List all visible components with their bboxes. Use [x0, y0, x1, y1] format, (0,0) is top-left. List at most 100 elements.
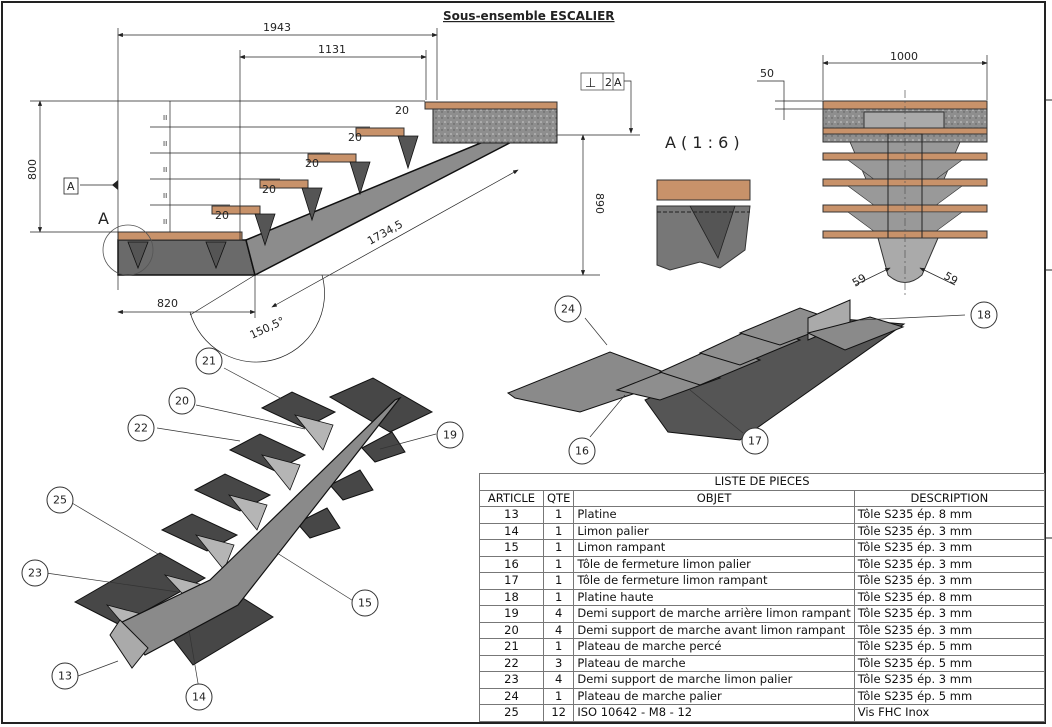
parts-list-caption: LISTE DE PIECES — [479, 473, 1045, 491]
dim-nosing-5: 20 — [395, 104, 409, 117]
balloon-22-label: 22 — [134, 422, 148, 435]
cell-article: 18 — [479, 588, 544, 606]
cell-qte: 1 — [542, 539, 575, 557]
cell-objet: Limon rampant — [573, 539, 855, 557]
dim-stringer-length: 1734,5 — [365, 218, 405, 248]
cell-description: Tôle S235 ép. 5 mm — [853, 654, 1046, 672]
cell-article: 19 — [479, 605, 544, 623]
cell-article: 25 — [479, 704, 544, 722]
balloon-24: 24 — [554, 295, 582, 323]
cell-objet: Demi support de marche arrière limon ram… — [573, 605, 855, 623]
cell-qte: 4 — [542, 671, 575, 689]
tread-3 — [307, 153, 357, 163]
tread-top — [424, 101, 558, 110]
cell-description: Tôle S235 ép. 3 mm — [853, 572, 1046, 590]
cell-article: 13 — [479, 506, 544, 524]
front-view: 1000 50 59 59 — [757, 50, 988, 295]
tread-landing — [117, 231, 243, 241]
balloon-14: 14 — [185, 683, 213, 711]
tolerance-value: 2 — [605, 76, 612, 89]
dim-total-length: 1943 — [263, 21, 291, 34]
dim-thickness: 50 — [760, 67, 774, 80]
balloon-22: 22 — [127, 414, 155, 442]
datum-box-a — [63, 177, 79, 195]
dim-landing-length: 820 — [157, 297, 178, 310]
balloon-19: 19 — [436, 421, 464, 449]
cell-objet: ISO 10642 - M8 - 12 — [573, 704, 855, 722]
dim-height-left: 800 — [26, 159, 39, 180]
balloon-18: 18 — [970, 301, 998, 329]
cell-description: Tôle S235 ép. 3 mm — [853, 605, 1046, 623]
balloon-14-label: 14 — [192, 691, 206, 704]
exploded-stringer — [119, 396, 402, 656]
tolerance-symbol: ⊥ — [585, 76, 596, 91]
equal-mark-1: II — [163, 114, 167, 122]
cell-qte: 4 — [542, 605, 575, 623]
equal-mark-3: II — [163, 166, 167, 174]
cell-objet: Platine haute — [573, 588, 855, 606]
equal-mark-4: II — [163, 192, 167, 200]
cell-qte: 12 — [542, 704, 575, 722]
datum-label: A — [67, 180, 75, 193]
cell-objet: Limon palier — [573, 522, 855, 540]
cell-objet: Tôle de fermeture limon palier — [573, 555, 855, 573]
cell-objet: Plateau de marche palier — [573, 687, 855, 705]
balloon-17: 17 — [741, 427, 769, 455]
cell-description: Tôle S235 ép. 3 mm — [853, 555, 1046, 573]
cell-description: Tôle S235 ép. 8 mm — [853, 506, 1046, 524]
balloon-15-label: 15 — [358, 597, 372, 610]
cell-qte: 1 — [542, 588, 575, 606]
datum-triangle — [112, 180, 118, 190]
rampant-stringer — [245, 134, 526, 277]
balloon-24-label: 24 — [561, 303, 575, 316]
balloon-23-label: 23 — [28, 567, 42, 580]
detail-circle-a — [102, 224, 154, 276]
cell-objet: Plateau de marche percé — [573, 638, 855, 656]
detail-view-label: A ( 1 : 6 ) — [665, 133, 740, 152]
dim-angle-left: 59 — [850, 271, 869, 289]
balloon-16: 16 — [568, 437, 596, 465]
tread-4 — [355, 127, 405, 137]
dim-nosing-1: 20 — [215, 209, 229, 222]
cell-qte: 1 — [542, 572, 575, 590]
cell-objet: Demi support de marche avant limon rampa… — [573, 621, 855, 639]
cell-article: 21 — [479, 638, 544, 656]
balloon-20-label: 20 — [175, 395, 189, 408]
cell-qte: 4 — [542, 621, 575, 639]
cell-description: Tôle S235 ép. 5 mm — [853, 638, 1046, 656]
dim-angle-right: 59 — [942, 269, 961, 287]
tread-1 — [211, 205, 261, 215]
side-view: A A — [26, 21, 640, 363]
dim-flight-length: 1131 — [318, 43, 346, 56]
iso-view-assembled — [506, 299, 966, 441]
header-description: DESCRIPTION — [853, 489, 1046, 507]
parts-list-table: LISTE DE PIECES ARTICLE QTE OBJET DESCRI… — [479, 473, 1046, 722]
balloon-13-label: 13 — [58, 670, 72, 683]
header-qte: QTE — [542, 489, 575, 507]
cell-description: Tôle S235 ép. 3 mm — [853, 621, 1046, 639]
cell-objet: Tôle de fermeture limon rampant — [573, 572, 855, 590]
cell-description: Tôle S235 ép. 3 mm — [853, 522, 1046, 540]
balloon-16-label: 16 — [575, 445, 589, 458]
balloon-21-label: 21 — [202, 355, 216, 368]
balloon-18-label: 18 — [977, 309, 991, 322]
cell-article: 22 — [479, 654, 544, 672]
balloon-23: 23 — [21, 559, 49, 587]
dim-width: 1000 — [890, 50, 918, 63]
tolerance-frame: ⊥ 2 A — [580, 72, 634, 134]
equal-mark-2: II — [163, 140, 167, 148]
cell-description: Vis FHC Inox — [853, 704, 1046, 722]
equal-mark-5: II — [163, 218, 167, 226]
cell-qte: 1 — [542, 506, 575, 524]
balloon-19-label: 19 — [443, 429, 457, 442]
balloon-15: 15 — [351, 589, 379, 617]
